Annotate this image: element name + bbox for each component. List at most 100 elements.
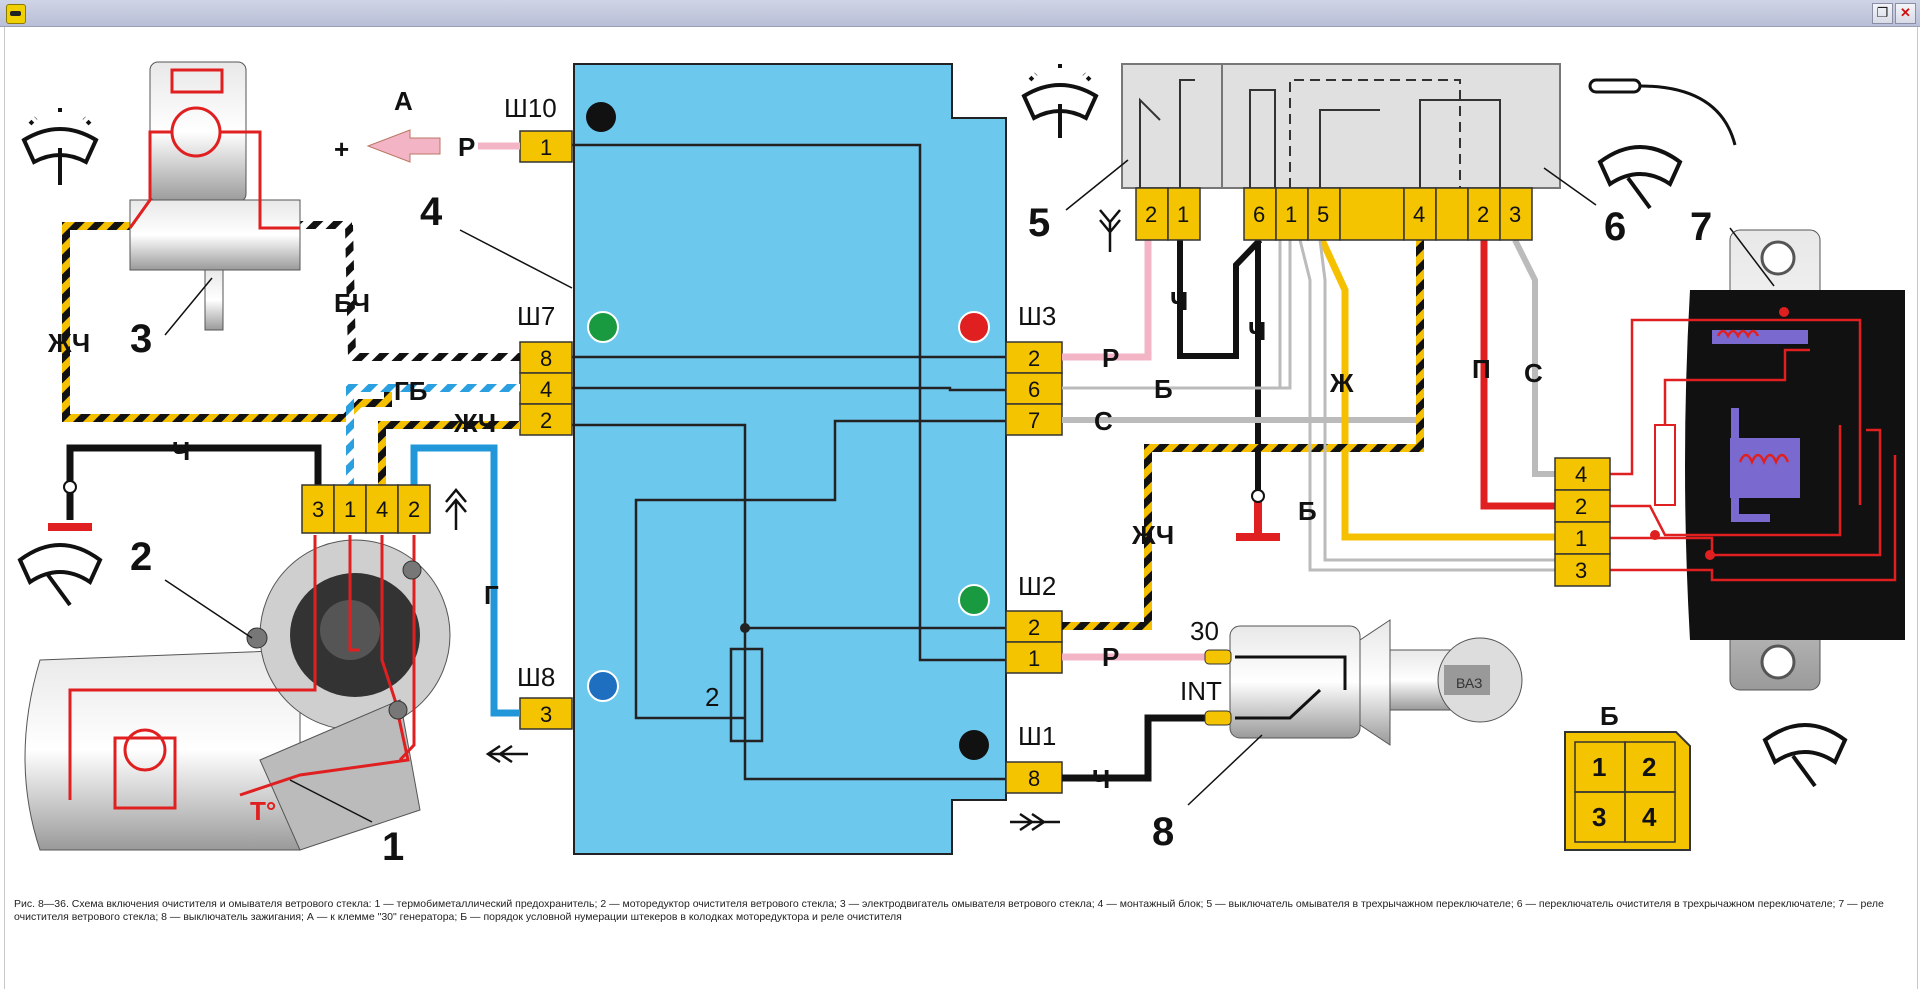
wiper-icon-2 [1597, 145, 1683, 210]
switch-pin-1a: 1 [1177, 202, 1189, 227]
restore-icon[interactable]: ❐ [1872, 3, 1893, 24]
label-a: А [394, 86, 413, 116]
wires-right [1062, 237, 1555, 782]
fuse-label: 2 [705, 682, 719, 712]
callout-5: 5 [1028, 201, 1050, 245]
document-frame [4, 27, 1918, 989]
wiper-relay-7 [1610, 229, 1905, 691]
connector-sh1-label: Ш1 [1018, 721, 1056, 751]
ground-right-node [1251, 489, 1265, 503]
legend-b-connector [1564, 731, 1691, 851]
callout-3: 3 [130, 317, 152, 361]
connector-sh10-label: Ш10 [504, 93, 557, 123]
ground-right [1236, 533, 1280, 541]
legend-pin-2: 2 [1642, 752, 1656, 782]
fuse-2 [729, 647, 764, 743]
block-dot-black-2 [959, 730, 989, 760]
wire-label-r2: Р [1102, 343, 1119, 373]
close-icon[interactable]: ✕ [1895, 3, 1916, 24]
switch-pin-6: 6 [1253, 202, 1265, 227]
washer-nozzle-icon [1588, 78, 1737, 146]
app-icon [6, 4, 26, 24]
terminal-30: 30 [1190, 616, 1219, 646]
pin-sh3-7 [1005, 403, 1063, 436]
legend-pin-3: 3 [1592, 802, 1606, 832]
wire-label-zh: Ж [1329, 368, 1354, 398]
pin-sh8-3 [519, 697, 573, 730]
wiper-motor-2 [24, 535, 451, 851]
switch-pin-2a: 2 [1145, 202, 1157, 227]
wire-label-ch4: Ч [1092, 764, 1110, 794]
legend-pin-4: 4 [1642, 802, 1657, 832]
ground-left-node [63, 480, 77, 494]
pin-sh3-2 [1005, 341, 1063, 374]
relay-pin-1: 1 [1575, 526, 1587, 551]
pin-sh7-4 [519, 372, 573, 405]
wire-label-zhch2: ЖЧ [47, 328, 90, 358]
motor-pin-3: 3 [312, 497, 324, 522]
callout-6: 6 [1604, 205, 1626, 249]
wire-label-zhch3: ЖЧ [1131, 520, 1174, 550]
connector-sh7-label: Ш7 [517, 301, 555, 331]
ground-left [48, 523, 92, 531]
relay-connector [1554, 457, 1611, 587]
mounting-block [573, 63, 1007, 855]
wire-label-b2: Б [1298, 496, 1317, 526]
pin-sh1-8-label: 8 [1028, 766, 1040, 791]
block-dot-green-2 [958, 584, 990, 616]
fuse-node [740, 623, 750, 633]
pin-sh3-2-label: 2 [1028, 346, 1040, 371]
column-switch [1121, 63, 1561, 189]
pin-sh3-7-label: 7 [1028, 408, 1040, 433]
wiper-icon-1 [17, 543, 103, 607]
speed-symbol-icons [445, 209, 1121, 832]
block-internal-wiring [572, 143, 1006, 781]
switch-pin-4: 4 [1413, 202, 1425, 227]
block-dot-green [587, 311, 619, 343]
wire-label-gb: ГБ [394, 376, 427, 406]
pin-sh3-6 [1005, 372, 1063, 405]
switch-pin-5: 5 [1317, 202, 1329, 227]
pin-sh2-1-label: 1 [1028, 646, 1040, 671]
wiring-diagram: 2 Ш10 1 Ш7 8 4 2 Ш8 3 Ш3 2 6 7 Ш2 2 1 Ш1… [17, 60, 1905, 869]
block-dot-black [586, 102, 616, 132]
callout-8: 8 [1152, 810, 1174, 854]
key-label: ВАЗ [1456, 675, 1483, 691]
block-dot-red [958, 311, 990, 343]
pin-sh2-2-label: 2 [1028, 615, 1040, 640]
connector-sh8-label: Ш8 [517, 662, 555, 692]
wire-label-zhch1: ЖЧ [453, 408, 496, 438]
switch-pin-1b: 1 [1285, 202, 1297, 227]
callout-7: 7 [1690, 205, 1712, 249]
pin-sh7-2 [519, 403, 573, 436]
motor-pin-4: 4 [376, 497, 388, 522]
motor-connector [301, 484, 431, 534]
pin-sh7-4-label: 4 [540, 377, 552, 402]
connector-sh2-label: Ш2 [1018, 571, 1056, 601]
wire-label-g: Г [484, 580, 499, 610]
switch-pin-2b: 2 [1477, 202, 1489, 227]
terminal-int: INT [1180, 676, 1222, 706]
ground-right-stem [1254, 500, 1262, 535]
wire-label-b1: Б [1154, 374, 1173, 404]
wire-label-s2: С [1524, 358, 1543, 388]
wiper-icon-3 [1762, 723, 1848, 788]
relay-pin-3: 3 [1575, 558, 1587, 583]
wire-label-s1: С [1094, 406, 1113, 436]
connector-sh3-label: Ш3 [1018, 301, 1056, 331]
pin-sh8-3-label: 3 [540, 702, 552, 727]
callout-1: 1 [382, 825, 404, 869]
motor-pin-2: 2 [408, 497, 420, 522]
ignition-switch-8 [1204, 619, 1523, 746]
wire-label-ch1: Ч [172, 436, 190, 466]
wire-label-p: П [1472, 354, 1491, 384]
window-titlebar: ❐ ✕ [0, 0, 1920, 27]
wire-label-r3: Р [1102, 642, 1119, 672]
figure-caption: Рис. 8—36. Схема включения очистителя и … [14, 898, 1884, 923]
wire-label-r1: Р [458, 132, 475, 162]
washer-pump-3 [128, 61, 301, 331]
block-dot-blue [587, 670, 619, 702]
windshield-washer-icon [21, 104, 99, 185]
windshield-washer-icon-2 [1021, 60, 1099, 138]
wire-label-ch3: Ч [1248, 316, 1266, 346]
